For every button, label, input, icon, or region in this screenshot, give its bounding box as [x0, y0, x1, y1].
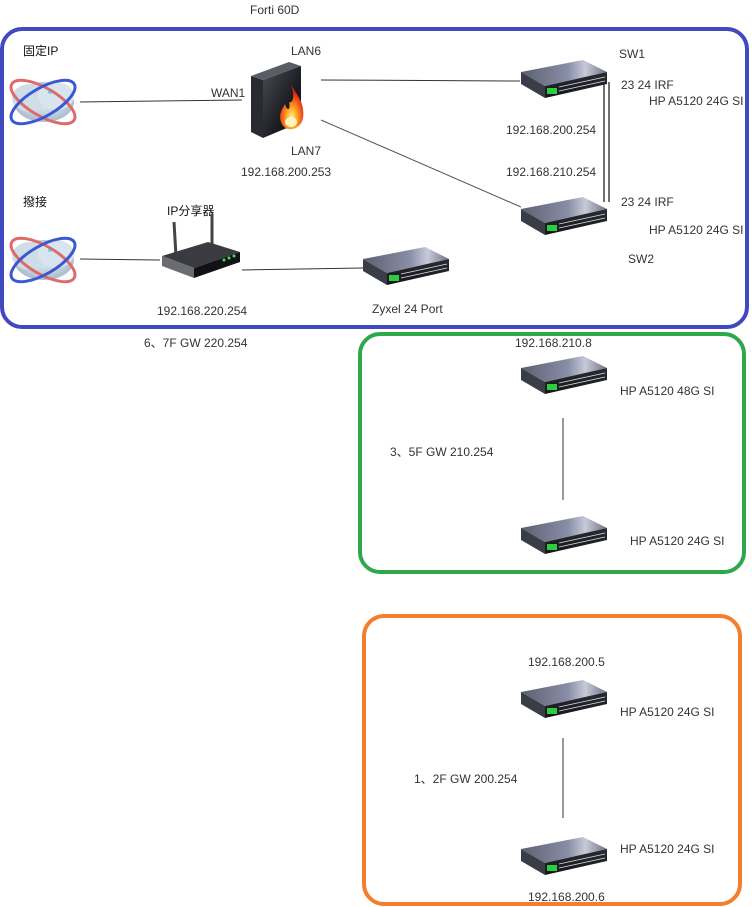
bot-switch-a-icon [520, 679, 608, 719]
sw1-model: HP A5120 24G SI [649, 94, 744, 108]
fixed-ip-label: 固定IP [23, 44, 59, 58]
mid-switch-a-model: HP A5120 48G SI [620, 384, 715, 398]
sw1-ip: 192.168.200.254 [506, 123, 597, 137]
gateway-note-3-5f: 3、5F GW 210.254 [390, 445, 494, 459]
bot-switch-a-model: HP A5120 24G SI [620, 705, 715, 719]
zone-floor-6-7 [0, 27, 749, 329]
gateway-note-6-7f: 6、7F GW 220.254 [144, 336, 248, 350]
sw1-switch-icon [520, 59, 608, 99]
link-router-zyxel [241, 267, 364, 271]
router-ip: 192.168.220.254 [157, 304, 248, 318]
dialup-label: 撥接 [23, 195, 48, 209]
zone-floor-3-5 [358, 332, 746, 574]
link-fixedip-firewall [79, 99, 243, 103]
sw2-name: SW2 [628, 252, 655, 266]
sw2-switch-icon [520, 196, 608, 236]
firewall-icon [251, 62, 304, 138]
firewall-title: Forti 60D [250, 3, 300, 17]
lan6-label: LAN6 [291, 44, 322, 58]
lan7-label: LAN7 [291, 144, 322, 158]
zone-floor-1-2 [362, 614, 742, 906]
gateway-note-1-2f: 1、2F GW 200.254 [414, 772, 518, 786]
bot-switch-b-icon [520, 836, 608, 876]
sw2-model: HP A5120 24G SI [649, 223, 744, 237]
router-label: IP分享器 [167, 204, 215, 218]
zyxel-switch-icon [362, 246, 450, 286]
bot-switch-b-ip: 192.168.200.6 [528, 890, 605, 904]
link-dialup-router [79, 258, 161, 261]
link-firewall-sw1 [320, 79, 521, 82]
sw1-name: SW1 [619, 47, 646, 61]
sw2-ip: 192.168.210.254 [506, 165, 597, 179]
mid-switch-a-icon [520, 355, 608, 395]
bot-switch-a-ip: 192.168.200.5 [528, 655, 605, 669]
sw2-irf: 23 24 IRF [621, 195, 674, 209]
zyxel-label: Zyxel 24 Port [372, 302, 443, 316]
mid-switch-b-icon [520, 515, 608, 555]
internet-cloud-icon [9, 78, 77, 126]
mid-switch-b-model: HP A5120 24G SI [630, 534, 725, 548]
bot-switch-b-model: HP A5120 24G SI [620, 842, 715, 856]
sw1-irf: 23 24 IRF [621, 78, 674, 92]
mid-switch-a-ip: 192.168.210.8 [515, 336, 592, 350]
internet-cloud-icon [9, 236, 77, 284]
firewall-ip: 192.168.200.253 [241, 165, 332, 179]
wireless-router-icon [162, 214, 240, 278]
wan1-label: WAN1 [211, 86, 246, 100]
link-firewall-sw2 [320, 119, 522, 208]
